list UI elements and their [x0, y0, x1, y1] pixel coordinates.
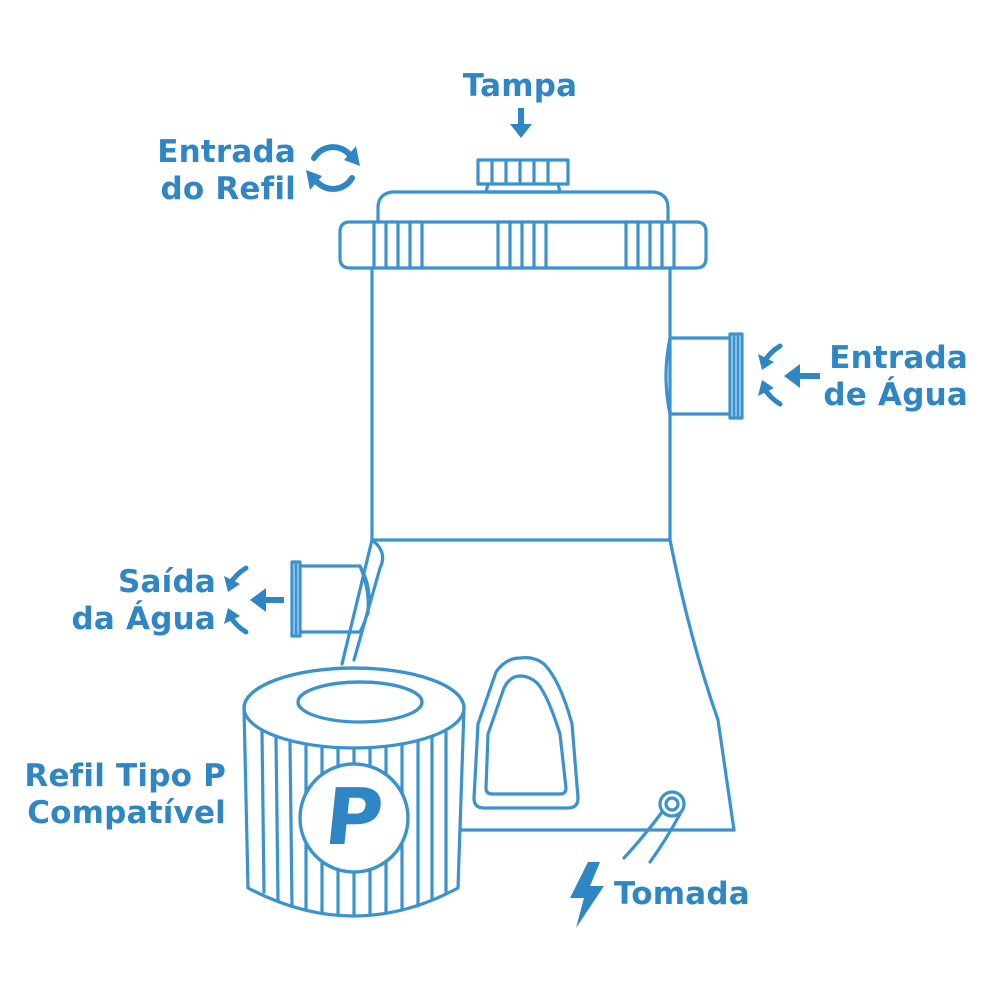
- label-tomada-text: Tomada: [614, 876, 750, 912]
- filter-housing: [370, 266, 672, 542]
- lightning-bolt-icon: [570, 862, 604, 928]
- filter-cartridge: [242, 666, 466, 918]
- label-tomada: Tomada: [614, 876, 774, 913]
- label-entrada-refil-line2: do Refil: [160, 171, 296, 207]
- label-entrada-agua-line2: de Água: [823, 377, 968, 413]
- arrow-left-icon: [224, 565, 284, 635]
- label-refil: Refil Tipo P Compatível: [20, 758, 226, 832]
- lid-knob: [476, 158, 570, 194]
- arrow-left-icon: [758, 343, 820, 407]
- power-cord: [622, 790, 686, 864]
- label-refil-line2: Compatível: [27, 795, 226, 831]
- water-outlet-port: [290, 560, 371, 638]
- water-inlet-port: [664, 332, 744, 420]
- label-entrada-refil: Entrada do Refil: [140, 134, 296, 208]
- arrow-down-icon: [510, 108, 532, 138]
- label-refil-line1: Refil Tipo P: [24, 758, 226, 794]
- label-entrada-refil-line1: Entrada: [157, 134, 296, 170]
- label-entrada-agua: Entrada de Água: [818, 340, 968, 414]
- label-saida-agua-line1: Saída: [118, 564, 216, 600]
- label-tampa: Tampa: [450, 68, 590, 105]
- refresh-cycle-icon: [306, 144, 360, 192]
- lid-ring: [338, 220, 708, 270]
- label-tampa-text: Tampa: [462, 68, 578, 104]
- cartridge-p-letter: P: [320, 773, 388, 863]
- label-saida-agua-line2: da Água: [71, 601, 216, 637]
- label-saida-agua: Saída da Água: [60, 564, 216, 638]
- pump-window: [472, 656, 580, 810]
- lid-dome: [376, 190, 670, 224]
- label-entrada-agua-line1: Entrada: [829, 340, 968, 376]
